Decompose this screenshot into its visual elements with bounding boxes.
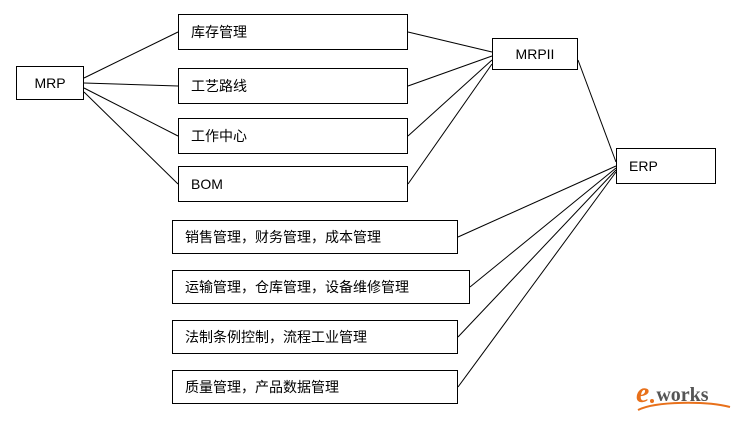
node-mrpii-label: MRPII (515, 45, 555, 62)
node-process-route-label: 工艺路线 (191, 77, 247, 94)
node-mrp-label: MRP (34, 74, 66, 91)
node-erp-label: ERP (629, 157, 658, 174)
node-mrpii[interactable]: MRPII (492, 38, 578, 70)
node-transport-warehouse-maintenance[interactable]: 运输管理，仓库管理，设备维修管理 (172, 270, 470, 304)
node-regulation-process-industry-label: 法制条例控制，流程工业管理 (185, 328, 367, 345)
node-quality-product-data[interactable]: 质量管理，产品数据管理 (172, 370, 458, 404)
node-mrp[interactable]: MRP (16, 66, 84, 100)
node-quality-product-data-label: 质量管理，产品数据管理 (185, 378, 339, 395)
node-bom[interactable]: BOM (178, 166, 408, 202)
node-work-center[interactable]: 工作中心 (178, 118, 408, 154)
node-bom-label: BOM (191, 175, 223, 192)
node-inventory-management-label: 库存管理 (191, 23, 247, 40)
logo-swoosh-icon (637, 401, 731, 411)
node-transport-warehouse-maintenance-label: 运输管理，仓库管理，设备维修管理 (185, 278, 409, 295)
node-work-center-label: 工作中心 (191, 127, 247, 144)
node-erp[interactable]: ERP (616, 148, 716, 184)
node-process-route[interactable]: 工艺路线 (178, 68, 408, 104)
eworks-watermark-logo: e works (636, 378, 732, 412)
logo-letter-e: e (636, 376, 650, 409)
node-regulation-process-industry[interactable]: 法制条例控制，流程工业管理 (172, 320, 458, 354)
logo-dot-icon (650, 399, 655, 403)
node-sales-finance-cost-label: 销售管理，财务管理，成本管理 (185, 228, 381, 245)
node-sales-finance-cost[interactable]: 销售管理，财务管理，成本管理 (172, 220, 458, 254)
logo-text: works (656, 383, 709, 406)
node-inventory-management[interactable]: 库存管理 (178, 14, 408, 50)
